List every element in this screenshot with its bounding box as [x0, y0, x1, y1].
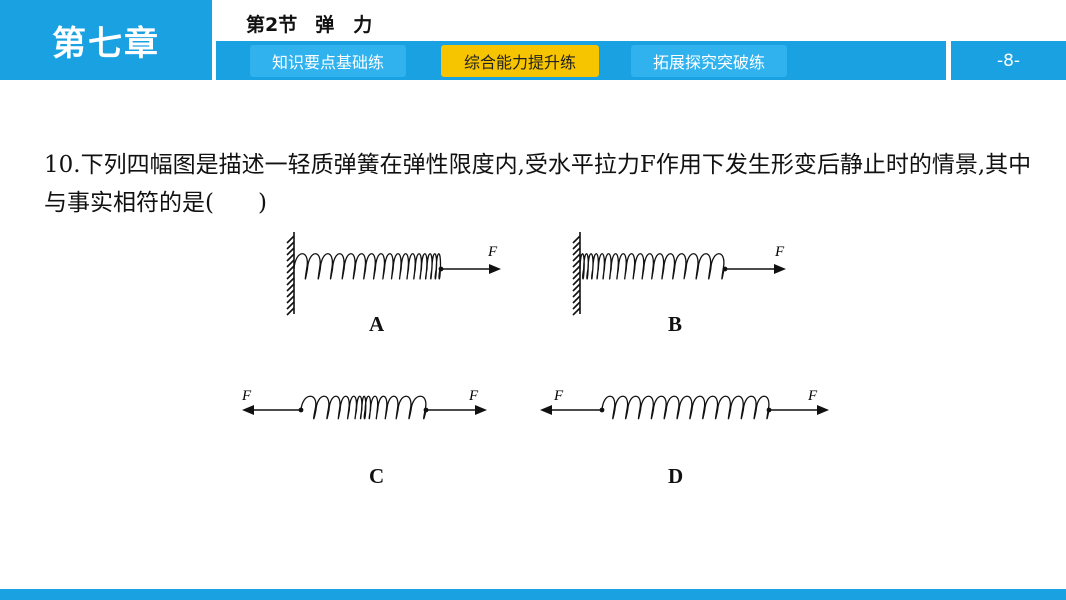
section-title: 第2节弹 力: [246, 10, 372, 37]
spring-figure-b: F: [572, 232, 786, 316]
wall-b: [572, 232, 581, 316]
figure-label-c: C: [369, 464, 385, 488]
tab-comprehensive-practice[interactable]: 综合能力提升练: [441, 45, 599, 77]
wall-hatch-line: [286, 265, 295, 274]
question-close: ): [257, 190, 267, 216]
wall-hatch-line: [286, 295, 295, 304]
spring-coil-a: [293, 253, 442, 280]
figure-label-d: D: [668, 464, 684, 488]
wall-hatch-line: [572, 301, 581, 310]
wall-hatch-line: [572, 271, 581, 280]
question-body: 10.下列四幅图是描述一轻质弹簧在弹性限度内,受水平拉力F作用下发生形变后静止时…: [44, 152, 1032, 216]
wall-a: [286, 232, 295, 316]
spring-coil-d: [601, 395, 770, 420]
wall-hatch-line: [286, 277, 295, 286]
arrowhead-c-right: [475, 405, 487, 415]
wall-hatch-line: [572, 307, 581, 316]
wall-hatch-line: [572, 253, 581, 262]
wall-hatch-line: [286, 307, 295, 316]
spring-coil-b: [579, 253, 725, 280]
wall-hatch-line: [572, 277, 581, 286]
spring-figure-c: F F: [241, 388, 487, 420]
wall-hatch-line: [286, 301, 295, 310]
wall-hatch-line: [572, 259, 581, 268]
question-text: 10.下列四幅图是描述一轻质弹簧在弹性限度内,受水平拉力F作用下发生形变后静止时…: [44, 146, 1034, 222]
wall-hatch-line: [572, 265, 581, 274]
wall-hatch-line: [286, 289, 295, 298]
tab-basic-practice[interactable]: 知识要点基础练: [250, 45, 406, 77]
wall-hatch-line: [286, 235, 295, 244]
force-label-a: F: [487, 244, 498, 260]
wall-hatch-line: [286, 253, 295, 262]
arrowhead-d-left: [540, 405, 552, 415]
page-number: -8-: [951, 41, 1066, 80]
figure-label-a: A: [369, 312, 385, 336]
figure-label-b: B: [668, 312, 683, 336]
wall-hatch-line: [286, 247, 295, 256]
spring-coil-c: [300, 395, 427, 420]
wall-hatch-line: [572, 283, 581, 292]
wall-hatch-line: [572, 247, 581, 256]
chapter-title: 第七章: [0, 0, 212, 80]
arrowhead-d-right: [817, 405, 829, 415]
spring-figure-d: F F: [540, 388, 829, 420]
force-label-c-left: F: [241, 388, 252, 404]
section-name: 弹 力: [315, 14, 373, 36]
wall-hatch-line: [286, 241, 295, 250]
force-label-d-left: F: [553, 388, 564, 404]
arrowhead-b: [774, 264, 786, 274]
spring-figure-a: F: [286, 232, 501, 316]
force-label-d-right: F: [807, 388, 818, 404]
force-label-b: F: [774, 244, 785, 260]
wall-hatch-line: [572, 295, 581, 304]
force-label-c-right: F: [468, 388, 479, 404]
bottom-bar: [0, 589, 1066, 600]
tab-extension-practice[interactable]: 拓展探究突破练: [631, 45, 787, 77]
wall-hatch-line: [286, 283, 295, 292]
wall-hatch-line: [572, 235, 581, 244]
arrowhead-c-left: [242, 405, 254, 415]
wall-hatch-line: [286, 271, 295, 280]
wall-hatch-line: [286, 259, 295, 268]
arrowhead-a: [489, 264, 501, 274]
wall-hatch-line: [572, 289, 581, 298]
wall-hatch-line: [572, 241, 581, 250]
section-number: 第2节: [246, 14, 298, 36]
